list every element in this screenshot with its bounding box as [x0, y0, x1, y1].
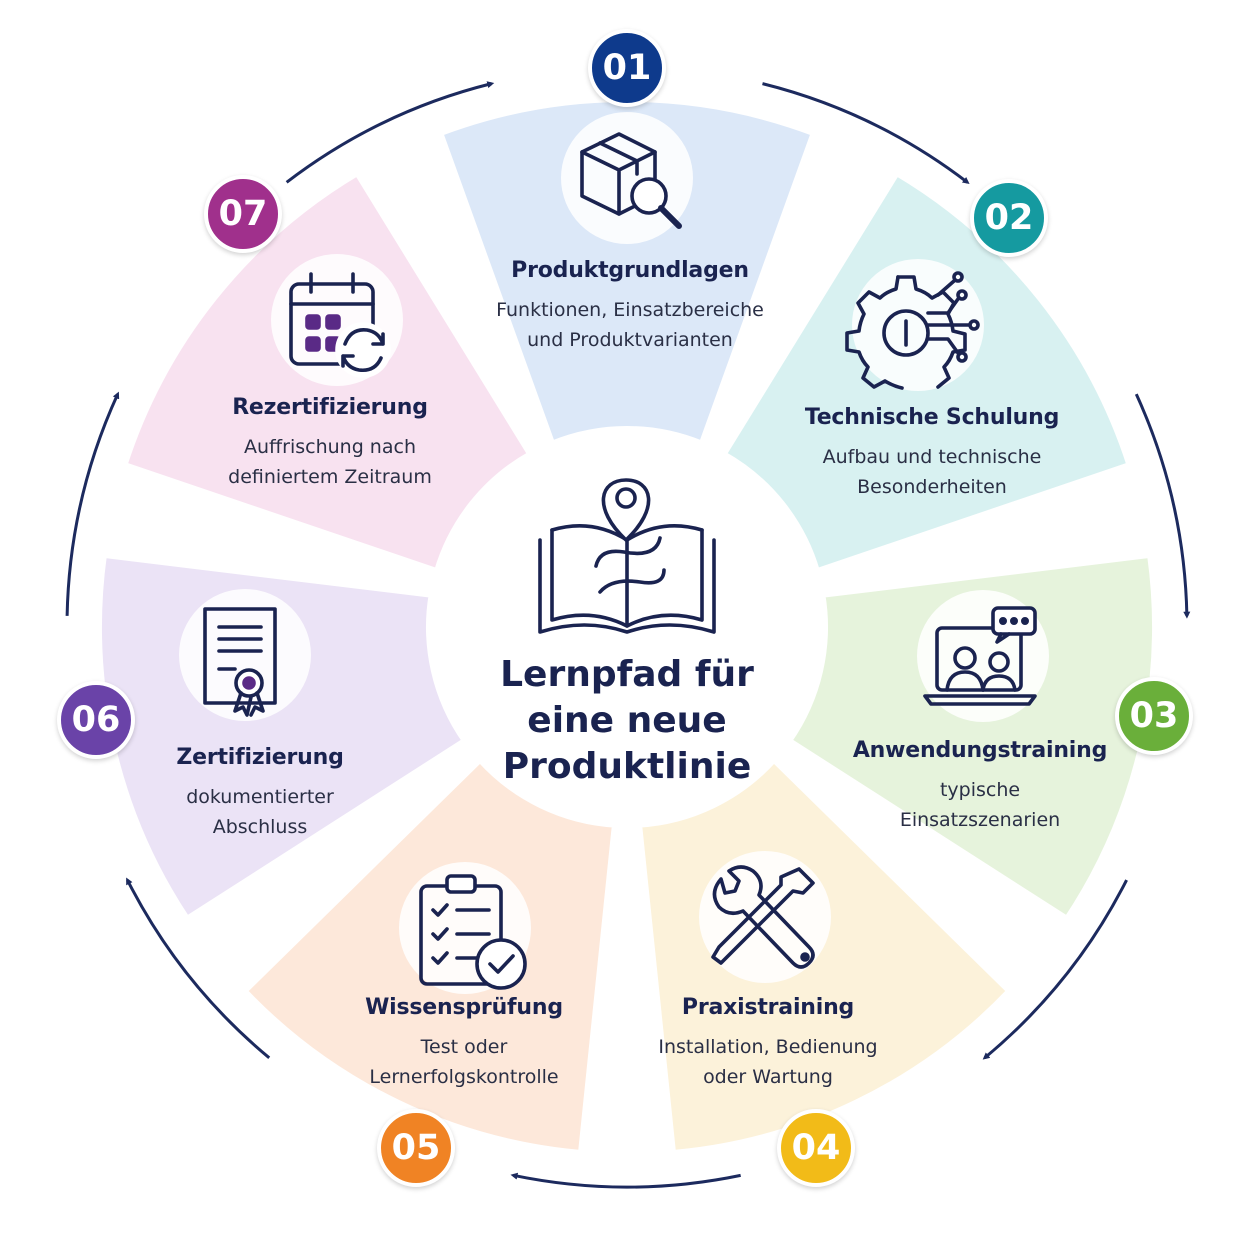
step-title: Anwendungstraining — [852, 738, 1108, 763]
step-badge-04: 04 — [777, 1109, 855, 1187]
step-description-line: Besonderheiten — [857, 476, 1007, 498]
segment-04 — [636, 756, 1013, 1156]
step-badge-07: 07 — [204, 175, 282, 253]
center-title-line: Produktlinie — [502, 746, 752, 787]
step-description-line: definiertem Zeitraum — [228, 466, 432, 488]
step-badge-03: 03 — [1115, 677, 1193, 755]
step-description-line: Auffrischung nach — [244, 436, 416, 458]
cycle-arrow — [982, 879, 1128, 1060]
step-title: Technische Schulung — [804, 405, 1060, 430]
step-description-line: oder Wartung — [703, 1066, 833, 1088]
cycle-arrow — [1134, 393, 1191, 619]
step-title: Wissensprüfung — [365, 995, 563, 1020]
step-description-line: Lernerfolgskontrolle — [369, 1066, 559, 1088]
step-description-line: Test oder — [420, 1036, 508, 1058]
step-description-line: typische — [939, 779, 1021, 801]
box-search-icon — [580, 132, 682, 229]
gear-circuit-icon — [845, 271, 980, 390]
step-description-line: Funktionen, Einsatzbereiche — [496, 299, 764, 321]
cycle-arrow — [65, 391, 120, 616]
step-title: Praxistraining — [681, 995, 855, 1020]
wrench-screwdriver-icon — [711, 865, 815, 969]
cycle-arrow — [126, 877, 271, 1059]
step-description-line: dokumentierter — [186, 786, 334, 808]
cycle-arrow — [510, 1172, 741, 1189]
step-badge-05: 05 — [377, 1109, 455, 1187]
center-title-line: Lernpfad für — [500, 654, 754, 695]
step-title: Zertifizierung — [176, 745, 344, 770]
center-title: Lernpfad für eine neue Produktlinie — [477, 652, 777, 790]
step-description-line: Abschluss — [212, 816, 308, 838]
cycle-arrow — [762, 82, 970, 185]
step-badge-01: 01 — [588, 29, 666, 107]
step-description-line: und Produktvarianten — [527, 329, 733, 351]
step-title: Produktgrundlagen — [511, 258, 749, 283]
step-badge-02: 02 — [970, 179, 1048, 257]
calendar-refresh-icon — [289, 272, 391, 378]
cycle-arrow — [285, 81, 495, 184]
step-description-line: Aufbau und technische — [822, 446, 1042, 468]
icon-background — [179, 589, 311, 721]
video-conference-icon — [923, 606, 1037, 706]
checklist-icon — [419, 874, 527, 990]
center-title-line: eine neue — [527, 700, 727, 741]
certificate-icon — [203, 607, 277, 717]
icons — [179, 112, 1049, 994]
segment-03 — [786, 551, 1158, 922]
step-description-line: Installation, Bedienung — [658, 1036, 878, 1058]
segment-01 — [437, 96, 817, 447]
step-title: Rezertifizierung — [232, 395, 428, 420]
outer-cycle-ring — [65, 81, 1191, 1189]
step-description-line: Einsatzszenarien — [899, 809, 1061, 831]
book-map-pin-icon — [538, 478, 716, 634]
step-badge-06: 06 — [57, 681, 135, 759]
